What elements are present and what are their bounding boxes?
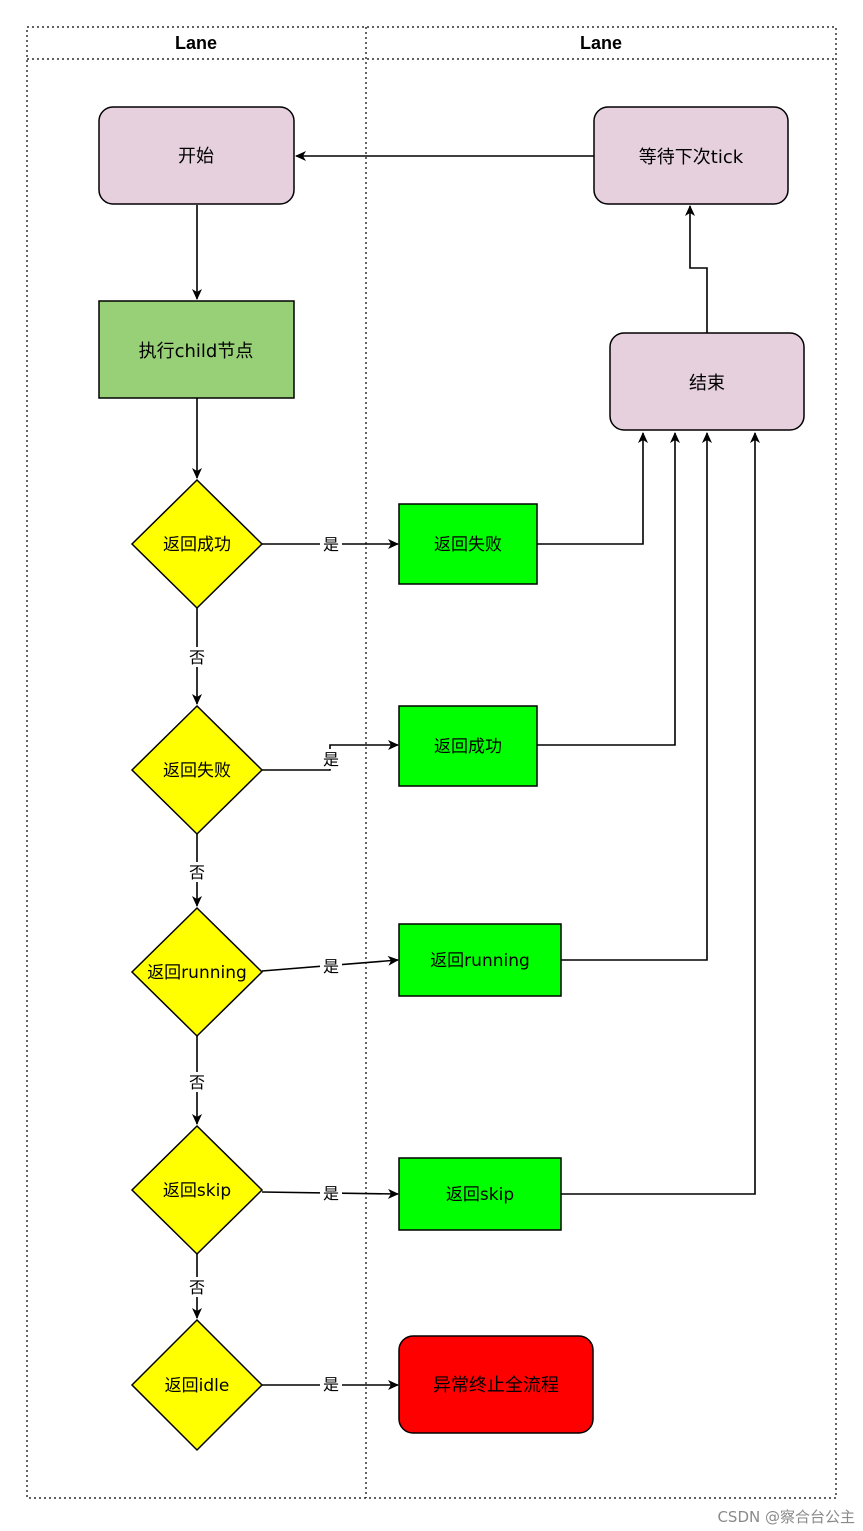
edge-result-skip-to-end	[561, 432, 760, 1195]
node-exec-child-label: 执行child节点	[139, 341, 254, 362]
watermark: CSDN @察合台公主	[717, 1508, 855, 1526]
result-fail: 返回失败	[398, 503, 538, 585]
label-yes-skip: 是	[323, 1184, 339, 1203]
result-skip-label: 返回skip	[446, 1185, 514, 1205]
lane-title-right: Lane	[580, 33, 622, 53]
label-yes-fail: 是	[323, 750, 339, 769]
node-wait-tick: 等待下次tick	[593, 106, 789, 205]
decision-fail: 返回失败	[130, 704, 264, 836]
result-running-label: 返回running	[430, 951, 530, 971]
node-start: 开始	[98, 106, 295, 205]
node-exec-child: 执行child节点	[98, 300, 295, 399]
edge-result-success-to-end	[537, 432, 680, 746]
result-success: 返回成功	[398, 705, 538, 787]
lane-title-left: Lane	[175, 33, 217, 53]
label-yes-idle: 是	[323, 1375, 339, 1394]
result-running: 返回running	[398, 923, 562, 997]
node-wait-tick-label: 等待下次tick	[639, 147, 744, 168]
node-start-label: 开始	[178, 146, 214, 167]
node-abort-label: 异常终止全流程	[433, 1375, 559, 1396]
edge-result-running-to-end	[561, 432, 712, 961]
decision-success: 返回成功	[130, 478, 264, 610]
label-yes-success: 是	[323, 535, 339, 554]
result-skip: 返回skip	[398, 1157, 562, 1231]
decision-running-label: 返回running	[147, 963, 247, 983]
edge-result-fail-to-end	[537, 432, 648, 545]
label-yes-running: 是	[323, 957, 339, 976]
result-fail-label: 返回失败	[434, 535, 502, 555]
label-no-skip: 否	[189, 1278, 205, 1297]
decision-success-label: 返回成功	[163, 535, 231, 555]
decision-skip: 返回skip	[130, 1124, 264, 1256]
swimlane-frame	[26, 26, 837, 1499]
node-end-label: 结束	[689, 373, 725, 394]
decision-running: 返回running	[130, 906, 264, 1038]
label-no-running: 否	[189, 1073, 205, 1092]
edge-end-to-wait	[685, 205, 708, 333]
decision-idle-label: 返回idle	[165, 1376, 230, 1396]
label-no-fail: 否	[189, 863, 205, 882]
label-no-success: 否	[189, 648, 205, 667]
edge-labels: 是 是 是 是 是 否 否 否 否	[186, 534, 342, 1394]
result-success-label: 返回成功	[434, 737, 502, 757]
node-abort: 异常终止全流程	[398, 1335, 594, 1434]
node-end: 结束	[609, 332, 805, 431]
decision-fail-label: 返回失败	[163, 761, 231, 781]
decision-idle: 返回idle	[130, 1318, 264, 1452]
decision-skip-label: 返回skip	[163, 1181, 231, 1201]
